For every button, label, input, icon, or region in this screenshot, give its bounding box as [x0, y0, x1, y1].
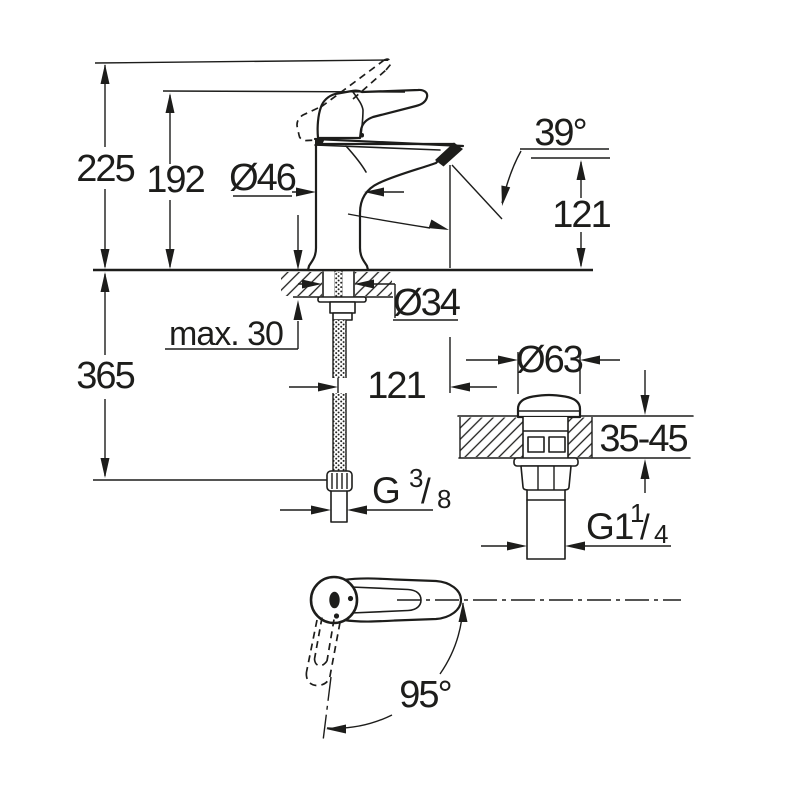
cap-left-wedge	[315, 138, 325, 146]
faucet-body	[306, 133, 465, 272]
dimension-waste-deck-range: 35-45	[599, 370, 689, 493]
waste-locknut	[513, 457, 579, 501]
label-spout-angle: 39°	[534, 112, 585, 154]
dimension-max-thickness: max. 30	[165, 215, 303, 353]
label-swivel-angle: 95°	[399, 674, 450, 716]
label-outlet-height: 121	[552, 194, 610, 236]
body-outline	[306, 142, 456, 272]
top-dot-bottom	[333, 613, 340, 619]
dimension-hole-diameter: Ø34	[298, 279, 463, 324]
waste-hatch-right	[568, 417, 592, 457]
label-waste-cap-diameter: Ø63	[516, 339, 583, 381]
label-supply-thread-den: 8	[437, 484, 451, 514]
label-total-height: 225	[76, 148, 134, 190]
label-supply-thread-base: G	[372, 470, 400, 511]
top-dot-right	[347, 595, 354, 602]
hose-end-fitting	[326, 470, 353, 523]
supply-hose	[332, 320, 347, 471]
dimension-supply-thread: G 3 / 8	[280, 463, 451, 515]
mounting-shank	[317, 271, 367, 321]
stream-diagonal-line	[451, 164, 503, 220]
waste-cap	[516, 393, 582, 419]
top-centerline-rotated	[322, 676, 332, 742]
label-spout-reach: 121	[367, 365, 425, 407]
label-hole-diameter: Ø34	[393, 282, 461, 324]
label-supply-thread-num: 3	[409, 463, 423, 493]
label-max-thickness: max. 30	[169, 315, 283, 353]
waste-detail-view	[457, 393, 694, 560]
label-body-diameter: Ø46	[229, 157, 296, 199]
dimension-body-diameter: Ø46	[229, 157, 404, 199]
dimension-spout-reach: 121	[289, 365, 497, 407]
dimension-outlet-height: 121	[531, 157, 613, 268]
spout-inner-curve	[345, 145, 367, 173]
waste-body	[522, 416, 569, 459]
dimension-waste-thread: G1 1 / 4	[481, 498, 671, 551]
body-cap-seam	[314, 144, 441, 151]
label-waste-deck-range: 35-45	[599, 418, 687, 460]
handle-seam	[352, 91, 364, 136]
label-waste-thread-den: 4	[654, 519, 668, 549]
dimension-total-height: 225	[76, 59, 389, 269]
side-view-faucet	[93, 58, 593, 471]
waste-hatch-left	[460, 417, 523, 457]
dimension-swivel-angle: 95°	[326, 602, 468, 734]
top-handle-rotated-dashed	[305, 617, 341, 687]
label-supply-thread-slash: /	[421, 472, 431, 511]
dimension-below-deck: 365	[76, 272, 345, 481]
waste-tailpipe	[526, 499, 566, 560]
body-cap-top	[313, 137, 465, 148]
label-height-192: 192	[146, 159, 204, 201]
top-view-faucet	[305, 575, 681, 742]
dimension-spout-angle: 39°	[347, 112, 609, 230]
dimension-height-192: 192	[146, 90, 406, 269]
label-below-deck: 365	[76, 355, 134, 397]
dimension-waste-cap-diameter: Ø63	[466, 339, 620, 394]
top-cartridge-slot	[329, 591, 340, 609]
label-waste-thread-base: G1	[586, 506, 633, 547]
label-waste-thread-slash: /	[640, 508, 650, 547]
aerator-face	[435, 142, 463, 167]
label-waste-thread-num: 1	[630, 498, 644, 528]
